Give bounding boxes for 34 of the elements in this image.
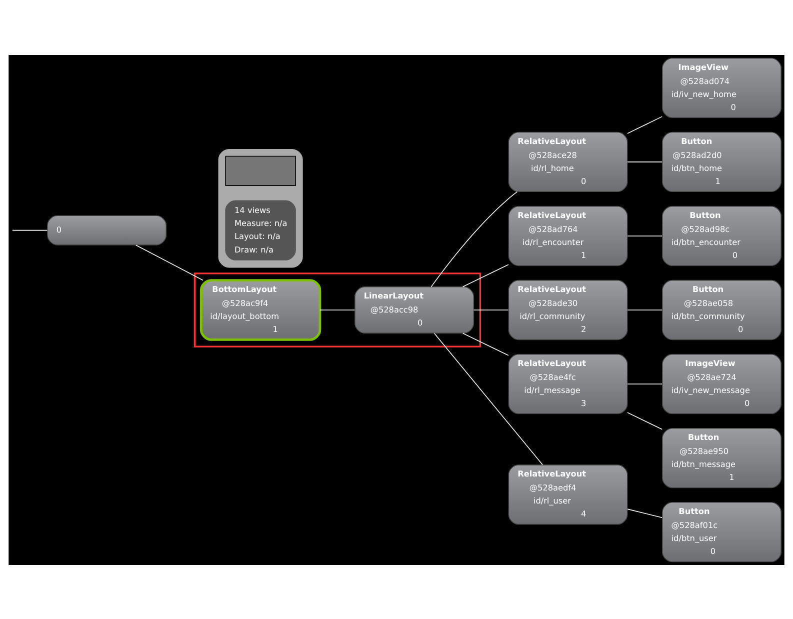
connector	[462, 332, 509, 356]
connector	[627, 161, 663, 162]
node-box: ImageView @528ae724 id/iv_new_message 0	[662, 353, 782, 414]
node-box: ImageView @528ad074 id/iv_new_home 0	[662, 57, 782, 118]
node-box: Button @528ad2d0 id/btn_home 1	[662, 131, 782, 192]
connector	[434, 332, 543, 465]
node-box: Button @528ad98c id/btn_encounter 0	[662, 205, 782, 266]
connector	[627, 235, 663, 236]
node-box: Button @528ae058 id/btn_community 0	[662, 279, 782, 340]
connector	[627, 309, 663, 310]
connector	[320, 309, 356, 310]
connector	[627, 412, 663, 430]
node-box: RelativeLayout @528ae4fc id/rl_message 3	[508, 353, 628, 414]
connector	[473, 309, 509, 310]
node-box: 14 views Measure: n/a Layout: n/a Draw: n/a	[225, 200, 296, 260]
cluster	[194, 272, 481, 347]
node-box: RelativeLayout @528ad764 id/rl_encounter 1	[508, 205, 628, 266]
cluster	[218, 148, 303, 268]
node-box: 0	[47, 214, 167, 245]
node-box: RelativeLayout @528ace28 id/rl_home 0	[508, 131, 628, 192]
node-box: Button @528ae950 id/btn_message 1	[662, 427, 782, 488]
node-box: BottomLayout @528ac9f4 id/layout_bottom 1	[200, 278, 322, 340]
connector	[627, 116, 663, 134]
connector	[12, 229, 48, 230]
connector	[627, 383, 663, 384]
connector	[430, 190, 518, 287]
node-box: LinearLayout @528acc98 0	[354, 286, 474, 334]
connector	[462, 264, 509, 287]
node-box	[225, 155, 296, 186]
node-box: RelativeLayout @528aedf4 id/rl_user 4	[508, 464, 628, 524]
node-box: RelativeLayout @528ade30 id/rl_community 2	[508, 279, 628, 340]
connector	[627, 508, 663, 518]
connector	[135, 244, 204, 280]
node-box: Button @528af01c id/btn_user 0	[662, 501, 782, 562]
